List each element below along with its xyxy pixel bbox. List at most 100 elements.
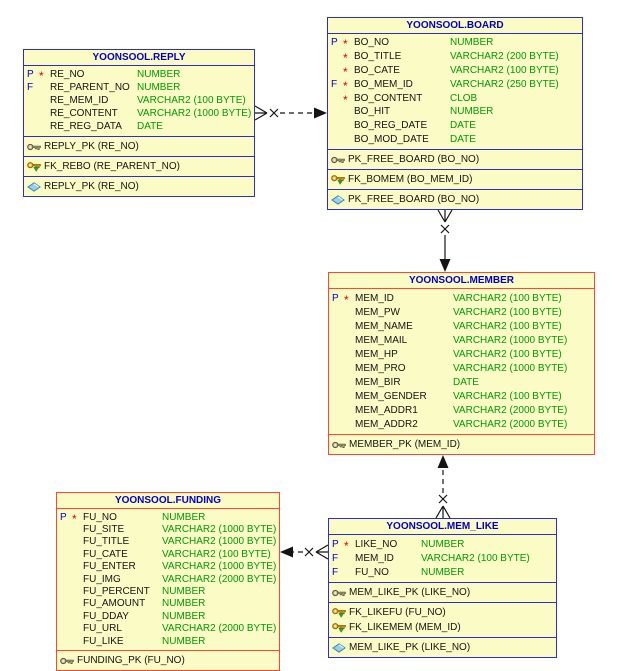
key-row[interactable]: FK_LIKEMEM (MEM_ID) xyxy=(332,620,553,635)
column-row[interactable]: MEM_NAME VARCHAR2 (100 BYTE) xyxy=(329,319,592,333)
column-type: VARCHAR2 (2000 BYTE) xyxy=(162,573,277,585)
key-label: PK_FREE_BOARD (BO_NO) xyxy=(348,194,480,206)
column-row[interactable]: FU_CATE VARCHAR2 (100 BYTE) xyxy=(57,548,277,560)
table-yoonsool-mem-like[interactable]: YOONSOOL.MEM_LIKE P * LIKE_NO NUMBER F M… xyxy=(328,518,557,658)
column-type: CLOB xyxy=(450,92,478,104)
column-type: VARCHAR2 (100 BYTE) xyxy=(453,390,562,402)
column-name: FU_TITLE xyxy=(83,536,130,548)
column-row[interactable]: FU_IMG VARCHAR2 (2000 BYTE) xyxy=(57,573,277,585)
relationship-connector[interactable] xyxy=(254,105,327,121)
key-row[interactable]: MEM_LIKE_PK (LIKE_NO) xyxy=(332,640,553,655)
column-row[interactable]: MEM_ADDR1 VARCHAR2 (2000 BYTE) xyxy=(329,403,592,417)
table-title[interactable]: YOONSOOL.MEMBER xyxy=(408,275,514,286)
column-row[interactable]: FU_SITE VARCHAR2 (1000 BYTE) xyxy=(57,523,277,535)
column-name: LIKE_NO xyxy=(355,538,398,550)
column-row[interactable]: P * MEM_ID VARCHAR2 (100 BYTE) xyxy=(329,291,592,307)
table-yoonsool-reply[interactable]: YOONSOOL.REPLY P * RE_NO NUMBER F RE_PAR… xyxy=(23,49,255,197)
key-row[interactable]: REPLY_PK (RE_NO) xyxy=(27,179,251,194)
pk-key-icon xyxy=(331,155,348,165)
column-name: FU_DDAY xyxy=(83,610,129,622)
column-row[interactable]: P * FU_NO NUMBER xyxy=(57,511,277,525)
fk-key-icon xyxy=(331,174,348,186)
column-row[interactable]: * BO_TITLE VARCHAR2 (200 BYTE) xyxy=(328,50,580,64)
column-type: VARCHAR2 (1000 BYTE) xyxy=(162,524,277,536)
column-row[interactable]: F RE_PARENT_NO NUMBER xyxy=(24,81,252,94)
key-row[interactable]: REPLY_PK (RE_NO) xyxy=(27,139,251,154)
table-yoonsool-member[interactable]: YOONSOOL.MEMBER P * MEM_ID VARCHAR2 (100… xyxy=(328,272,595,455)
column-row[interactable]: * BO_CATE VARCHAR2 (100 BYTE) xyxy=(328,64,580,78)
column-type: NUMBER xyxy=(421,566,465,578)
column-row[interactable]: FU_URL VARCHAR2 (2000 BYTE) xyxy=(57,623,277,635)
column-row[interactable]: F * BO_MEM_ID VARCHAR2 (250 BYTE) xyxy=(328,77,580,92)
column-name: MEM_BIR xyxy=(355,376,401,388)
key-row[interactable]: MEMBER_PK (MEM_ID) xyxy=(332,437,591,452)
column-row[interactable]: MEM_MAIL VARCHAR2 (1000 BYTE) xyxy=(329,333,592,347)
column-name: MEM_HP xyxy=(355,348,398,360)
table-title[interactable]: YOONSOOL.BOARD xyxy=(406,20,504,31)
column-type: NUMBER xyxy=(162,635,206,647)
column-row[interactable]: RE_CONTENT VARCHAR2 (1000 BYTE) xyxy=(24,107,252,120)
relationship-connector[interactable] xyxy=(437,209,453,272)
column-row[interactable]: FU_ENTER VARCHAR2 (1000 BYTE) xyxy=(57,561,277,573)
column-type: VARCHAR2 (1000 BYTE) xyxy=(162,536,277,548)
column-row[interactable]: MEM_HP VARCHAR2 (100 BYTE) xyxy=(329,347,592,361)
column-row[interactable]: FU_TITLE VARCHAR2 (1000 BYTE) xyxy=(57,536,277,548)
key-row[interactable]: FK_LIKEFU (FU_NO) xyxy=(332,605,553,620)
key-row[interactable]: PK_FREE_BOARD (BO_NO) xyxy=(331,152,579,167)
key-row[interactable]: FUNDING_PK (FU_NO) xyxy=(60,653,276,668)
column-pf-indicator: F xyxy=(331,78,338,90)
table-title[interactable]: YOONSOOL.MEM_LIKE xyxy=(386,521,499,532)
column-row[interactable]: MEM_PW VARCHAR2 (100 BYTE) xyxy=(329,305,592,319)
column-row[interactable]: P * RE_NO NUMBER xyxy=(24,68,252,82)
column-pf-indicator: P xyxy=(332,292,339,304)
column-name: MEM_GENDER xyxy=(355,390,427,402)
table-title[interactable]: YOONSOOL.FUNDING xyxy=(114,495,222,506)
table-yoonsool-funding[interactable]: YOONSOOL.FUNDING P * FU_NO NUMBER FU_SIT… xyxy=(56,492,280,671)
column-type: NUMBER xyxy=(421,538,465,550)
column-pf-indicator: P xyxy=(332,538,339,550)
key-row[interactable]: FK_REBO (RE_PARENT_NO) xyxy=(27,159,251,174)
table-title[interactable]: YOONSOOL.REPLY xyxy=(92,52,186,63)
key-row[interactable]: PK_FREE_BOARD (BO_NO) xyxy=(331,192,579,207)
key-section: FK_BOMEM (BO_MEM_ID) xyxy=(328,169,582,189)
columns-compartment: P * RE_NO NUMBER F RE_PARENT_NO NUMBER R… xyxy=(24,65,254,136)
relationship-connector[interactable] xyxy=(435,455,451,519)
column-name: MEM_PRO xyxy=(355,362,406,374)
index-diamond-icon xyxy=(27,181,44,192)
column-row[interactable]: FU_DDAY NUMBER xyxy=(57,610,277,622)
key-row[interactable]: MEM_LIKE_PK (LIKE_NO) xyxy=(332,585,553,600)
key-label: MEM_LIKE_PK (LIKE_NO) xyxy=(349,642,471,653)
column-row[interactable]: P * LIKE_NO NUMBER xyxy=(329,537,554,552)
key-section: REPLY_PK (RE_NO) xyxy=(24,176,254,196)
column-row[interactable]: FU_PERCENT NUMBER xyxy=(57,585,277,597)
column-row[interactable]: RE_REG_DATA DATE xyxy=(24,120,252,133)
column-name: BO_NO xyxy=(354,37,390,49)
column-row[interactable]: RE_MEM_ID VARCHAR2 (100 BYTE) xyxy=(24,94,252,107)
relationship-connector[interactable] xyxy=(280,544,329,560)
table-yoonsool-board[interactable]: YOONSOOL.BOARD P * BO_NO NUMBER * BO_TIT… xyxy=(327,17,583,211)
column-row[interactable]: MEM_GENDER VARCHAR2 (100 BYTE) xyxy=(329,389,592,403)
column-row[interactable]: MEM_BIR DATE xyxy=(329,375,592,389)
mandatory-star: * xyxy=(344,292,349,307)
key-row[interactable]: FK_BOMEM (BO_MEM_ID) xyxy=(331,172,579,187)
column-row[interactable]: MEM_ADDR2 VARCHAR2 (2000 BYTE) xyxy=(329,417,592,431)
column-row[interactable]: FU_AMOUNT NUMBER xyxy=(57,598,277,610)
columns-compartment: P * FU_NO NUMBER FU_SITE VARCHAR2 (1000 … xyxy=(57,508,279,650)
column-name: BO_REG_DATE xyxy=(354,120,428,132)
mandatory-star: * xyxy=(343,37,348,52)
column-row[interactable]: MEM_PRO VARCHAR2 (1000 BYTE) xyxy=(329,361,592,375)
pk-key-icon xyxy=(60,656,77,666)
column-row[interactable]: F FU_NO NUMBER xyxy=(329,565,554,579)
column-pf-indicator: P xyxy=(331,37,338,49)
pk-key-icon xyxy=(332,588,349,598)
column-row[interactable]: BO_REG_DATE DATE xyxy=(328,119,580,133)
column-row[interactable]: P * BO_NO NUMBER xyxy=(328,36,580,50)
column-type: NUMBER xyxy=(162,610,206,622)
column-type: NUMBER xyxy=(137,82,181,93)
column-row[interactable]: F MEM_ID VARCHAR2 (100 BYTE) xyxy=(329,551,554,565)
column-row[interactable]: * BO_CONTENT CLOB xyxy=(328,91,580,106)
column-row[interactable]: FU_LIKE NUMBER xyxy=(57,635,277,647)
column-row[interactable]: BO_HIT NUMBER xyxy=(328,105,580,119)
column-row[interactable]: BO_MOD_DATE DATE xyxy=(328,133,580,147)
